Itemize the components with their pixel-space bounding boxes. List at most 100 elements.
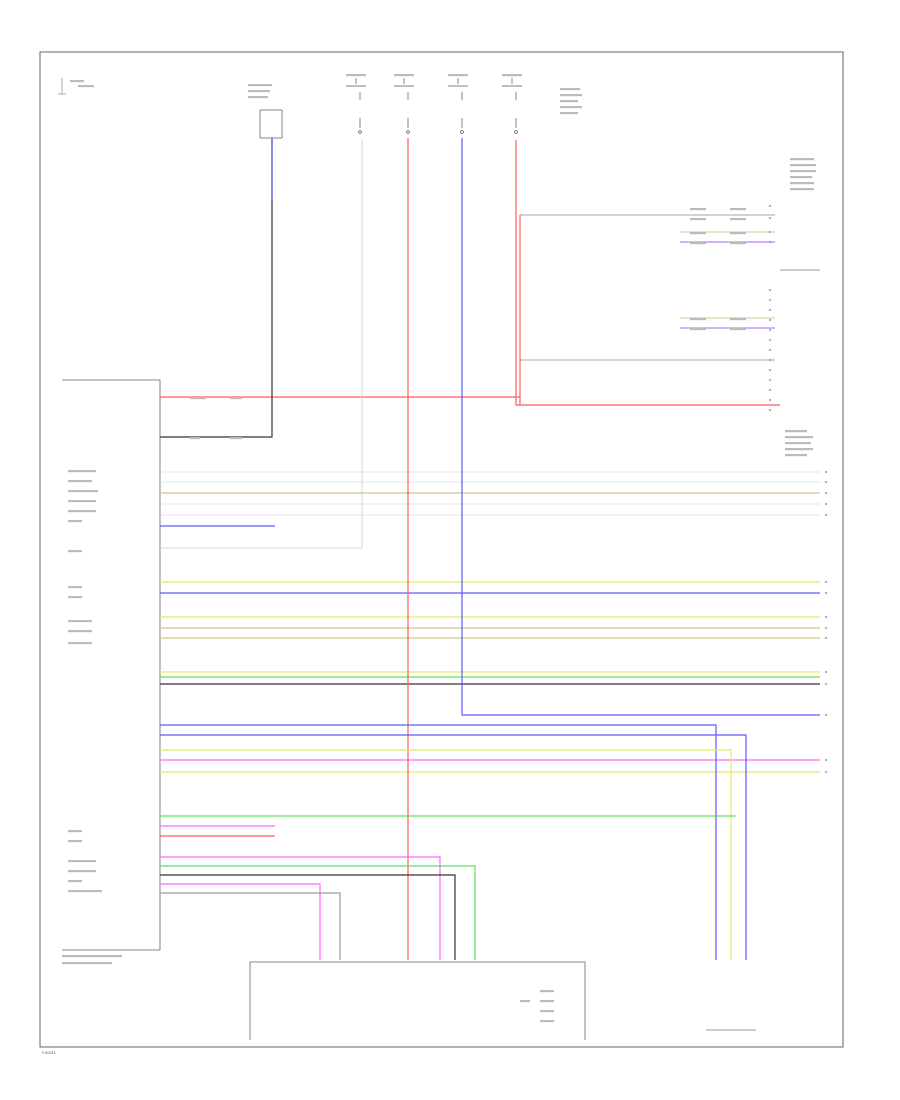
upper-right-pin-16 (769, 409, 771, 411)
upper-right-pin-2 (769, 231, 771, 233)
right-pin-7 (825, 616, 827, 618)
fine-print-39 (62, 962, 112, 965)
fine-print-58 (690, 328, 706, 331)
fine-print-7 (448, 74, 468, 77)
fine-print-31 (68, 642, 92, 645)
right-pin-12 (825, 714, 827, 716)
fine-print-42 (190, 437, 200, 440)
right-pin-3 (825, 503, 827, 505)
fine-print-56 (730, 242, 746, 245)
fine-print-24 (68, 510, 96, 513)
right-pin-11 (825, 683, 827, 685)
right-pin-9 (825, 637, 827, 639)
fine-print-13 (560, 112, 578, 115)
fine-print-6 (394, 74, 414, 77)
fine-print-18 (790, 182, 814, 185)
fine-print-55 (730, 232, 746, 235)
upper-right-pin-11 (769, 359, 771, 361)
upper-right-pin-8 (769, 329, 771, 331)
fine-print-4 (248, 96, 268, 99)
figure-id: F-00011 (42, 1051, 56, 1055)
fine-print-9 (560, 88, 580, 91)
fine-print-33 (68, 840, 82, 843)
controller-outline (62, 379, 161, 951)
fine-print-36 (68, 880, 82, 883)
fine-print-2 (248, 84, 272, 87)
fine-print-57 (690, 318, 706, 321)
upper-right-pin-12 (769, 369, 771, 371)
fine-print-38 (62, 955, 122, 958)
fine-print-45 (785, 436, 813, 439)
fine-print-23 (68, 500, 96, 503)
fine-print-60 (730, 328, 746, 331)
right-pin-1 (825, 481, 827, 483)
fine-print-40 (190, 397, 206, 400)
upper-right-pin-6 (769, 309, 771, 311)
fine-print-61 (520, 1000, 530, 1003)
fine-print-21 (68, 480, 92, 483)
upper-right-pin-15 (769, 399, 771, 401)
fine-print-50 (690, 218, 706, 221)
right-pin-0 (825, 471, 827, 473)
fine-print-3 (248, 90, 270, 93)
upper-right-pin-0 (769, 205, 771, 207)
top-connectors (259, 78, 522, 139)
fine-print-marks (62, 74, 816, 1023)
fine-print-64 (540, 1010, 554, 1013)
fuse-symbols (358, 92, 518, 134)
fine-print-12 (560, 106, 582, 109)
upper-right-pin-7 (769, 319, 771, 321)
fine-print-25 (68, 520, 82, 523)
fine-print-59 (730, 318, 746, 321)
fine-print-51 (690, 232, 706, 235)
upper-right-pin-3 (769, 241, 771, 243)
fine-print-53 (730, 208, 746, 211)
legend-mark (58, 78, 66, 95)
fine-print-8 (502, 74, 522, 77)
bottom-feeds (160, 724, 747, 960)
fine-print-41 (230, 397, 242, 400)
fine-print-14 (790, 158, 814, 161)
fine-print-1 (78, 85, 94, 88)
fine-print-15 (790, 164, 816, 167)
fine-print-5 (346, 74, 366, 77)
right-pin-10 (825, 671, 827, 673)
fine-print-43 (230, 437, 242, 440)
fine-print-52 (690, 242, 706, 245)
fine-print-44 (785, 430, 807, 433)
fine-print-37 (68, 890, 102, 893)
fine-print-22 (68, 490, 98, 493)
right-pin-14 (825, 771, 827, 773)
fine-print-11 (560, 100, 578, 103)
fine-print-47 (785, 448, 813, 451)
upper-right-pin-5 (769, 299, 771, 301)
fine-print-26 (68, 550, 82, 553)
fine-print-27 (68, 586, 82, 589)
fine-print-20 (68, 470, 96, 473)
fine-print-49 (690, 208, 706, 211)
right-pin-4 (825, 514, 827, 516)
right-pin-13 (825, 759, 827, 761)
right-pin-6 (825, 592, 827, 594)
fine-print-16 (790, 170, 816, 173)
fine-print-65 (540, 1020, 554, 1023)
right-connector-outlines (706, 269, 820, 1031)
horizontal-wires (160, 396, 820, 773)
right-pin-2 (825, 492, 827, 494)
fine-print-17 (790, 176, 812, 179)
fine-print-19 (790, 188, 814, 191)
upper-right-pin-4 (769, 289, 771, 291)
fine-print-30 (68, 630, 92, 633)
right-pin-8 (825, 627, 827, 629)
upper-right-pin-13 (769, 379, 771, 381)
fine-print-35 (68, 870, 96, 873)
fine-print-10 (560, 94, 582, 97)
fine-print-54 (730, 218, 746, 221)
right-pin-5 (825, 581, 827, 583)
upper-right-pin-1 (769, 217, 771, 219)
fine-print-46 (785, 442, 811, 445)
upper-right-pin-9 (769, 339, 771, 341)
diagram-frame (39, 51, 844, 1048)
fine-print-48 (785, 454, 807, 457)
